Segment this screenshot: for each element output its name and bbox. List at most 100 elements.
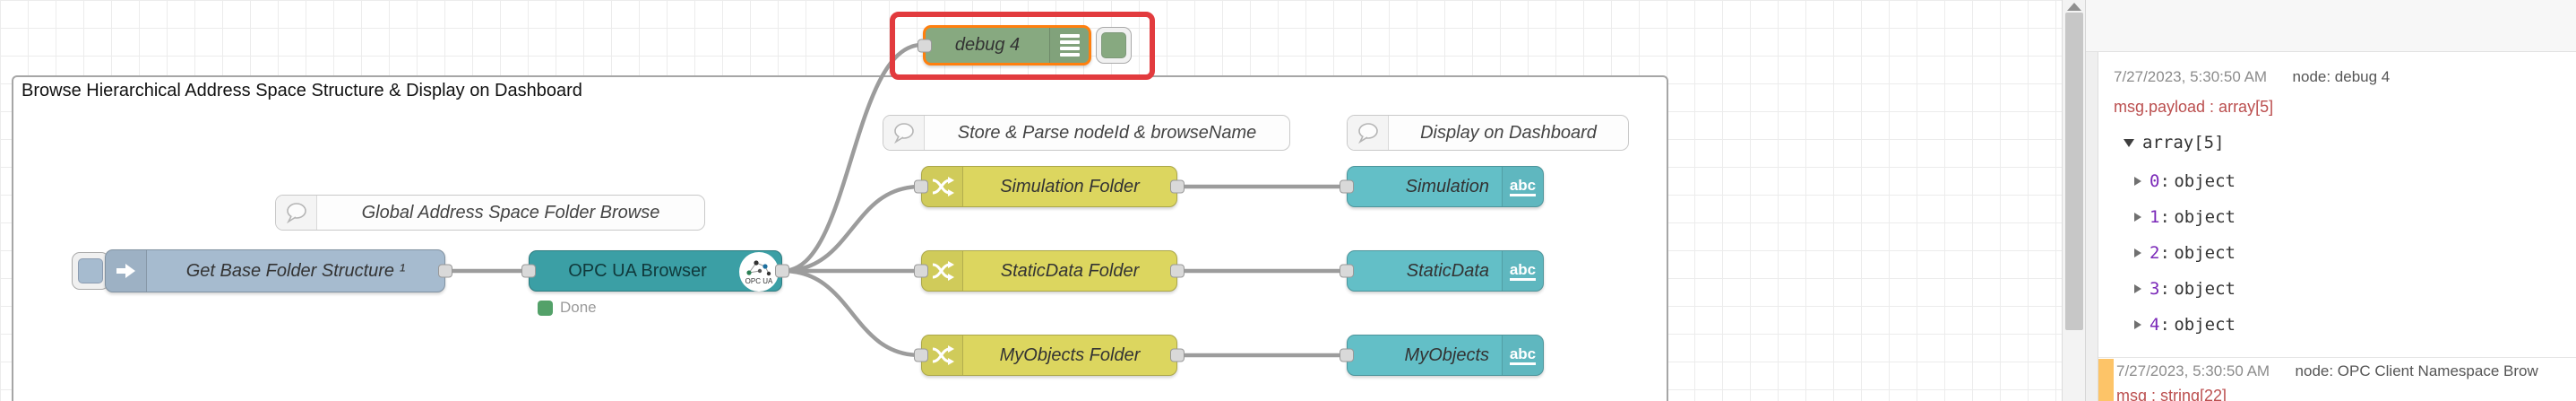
debug-toggle-button[interactable] (1096, 27, 1132, 64)
debug-sidebar-header (2086, 0, 2576, 52)
tree-type: object (2174, 279, 2236, 299)
flow-canvas[interactable]: Browse Hierarchical Address Space Struct… (0, 0, 2062, 401)
status-text: Done (560, 299, 597, 316)
debug-sidebar: 7/27/2023, 5:30:50 AM node: debug 4 msg.… (2085, 0, 2576, 401)
tree-row[interactable]: 3: object (2134, 279, 2236, 299)
message-highlight-bar (2098, 359, 2114, 401)
switch-icon (922, 167, 963, 206)
inject-icon (106, 250, 147, 292)
opcua-node-label: OPC UA Browser (568, 260, 707, 281)
tree-sep: : (2159, 171, 2170, 191)
tree-key: 4 (2150, 315, 2160, 335)
debug-icon (1049, 28, 1089, 63)
output-port[interactable] (438, 264, 452, 278)
message-node-ref: node: OPC Client Namespace Brow (2295, 362, 2538, 379)
expand-triangle-icon[interactable] (2134, 177, 2141, 186)
node-status: Done (538, 299, 597, 317)
tree-row[interactable]: 1: object (2134, 207, 2236, 227)
output-port[interactable] (1170, 264, 1185, 278)
expand-triangle-icon[interactable] (2134, 213, 2141, 222)
switch-node[interactable]: MyObjects Folder (914, 335, 1185, 376)
scroll-up-arrow-icon[interactable] (2067, 3, 2081, 11)
opcua-browser-node[interactable]: OPC UA Browser OPC UA (521, 250, 789, 292)
message-separator (2098, 357, 2576, 358)
tree-key: 3 (2150, 279, 2160, 299)
tree-key: 2 (2150, 243, 2160, 263)
input-port[interactable] (521, 264, 536, 278)
opcua-icon-label: OPC UA (745, 277, 773, 285)
wire[interactable] (782, 184, 921, 274)
ui-text-node[interactable]: Simulation abc (1340, 166, 1544, 207)
tree-key: 1 (2150, 207, 2160, 227)
tree-row[interactable]: 4: object (2134, 315, 2236, 335)
tree-type: object (2174, 315, 2236, 335)
comment-node[interactable]: Store & Parse nodeId & browseName (883, 115, 1290, 151)
inject-node-label: Get Base Folder Structure ¹ (185, 260, 406, 281)
comment-bubble-icon (276, 196, 317, 230)
ui-text-node-label: MyObjects (1404, 344, 1489, 365)
ui-text-node[interactable]: StaticData abc (1340, 250, 1544, 292)
message-node-ref: node: debug 4 (2292, 68, 2391, 85)
input-port[interactable] (1340, 264, 1354, 278)
input-port[interactable] (1340, 348, 1354, 362)
inject-button[interactable] (72, 252, 109, 290)
switch-node[interactable]: Simulation Folder (914, 166, 1185, 207)
collapse-triangle-icon[interactable] (2124, 138, 2134, 147)
message-gutter (2086, 52, 2098, 401)
tree-type: object (2174, 207, 2236, 227)
expand-triangle-icon[interactable] (2134, 320, 2141, 329)
tree-sep: : (2159, 207, 2170, 227)
tree-row[interactable]: 2: object (2134, 243, 2236, 263)
tree-type: object (2174, 171, 2236, 191)
comment-label: Global Address Space Folder Browse (361, 202, 660, 222)
switch-node-label: StaticData Folder (1000, 260, 1140, 281)
wire[interactable] (782, 42, 923, 274)
tree-type: object (2174, 243, 2236, 263)
output-port[interactable] (1170, 348, 1185, 362)
group-title: Browse Hierarchical Address Space Struct… (22, 81, 582, 100)
ui-text-node-label: StaticData (1406, 260, 1489, 281)
tree-root-label: array[5] (2142, 133, 2225, 153)
switch-icon (922, 336, 963, 375)
comment-label: Display on Dashboard (1420, 122, 1597, 143)
comment-node[interactable]: Global Address Space Folder Browse (275, 195, 705, 231)
message-timestamp: 7/27/2023, 5:30:50 AM (2116, 362, 2270, 379)
input-port[interactable] (914, 179, 928, 194)
output-port[interactable] (775, 264, 789, 278)
scrollbar-thumb[interactable] (2065, 13, 2083, 330)
message-meta: 7/27/2023, 5:30:50 AM node: OPC Client N… (2116, 362, 2538, 380)
tree-row-root[interactable]: array[5] (2124, 133, 2225, 153)
debug-toggle-square (1101, 32, 1126, 58)
inject-node[interactable]: Get Base Folder Structure ¹ (105, 249, 452, 292)
comment-bubble-icon (883, 116, 925, 150)
tree-key: 0 (2150, 171, 2160, 191)
expand-triangle-icon[interactable] (2134, 248, 2141, 257)
tree-sep: : (2159, 243, 2170, 263)
message-timestamp: 7/27/2023, 5:30:50 AM (2114, 68, 2268, 85)
debug-node[interactable]: debug 4 (918, 25, 1091, 65)
comment-label: Store & Parse nodeId & browseName (957, 122, 1257, 143)
abc-icon: abc (1502, 167, 1543, 206)
input-port[interactable] (914, 348, 928, 362)
tree-row[interactable]: 0: object (2134, 171, 2236, 191)
ui-text-node[interactable]: MyObjects abc (1340, 335, 1544, 376)
switch-node[interactable]: StaticData Folder (914, 250, 1185, 292)
message-property: msg.payload : array[5] (2114, 98, 2274, 116)
status-dot-green (538, 300, 553, 316)
canvas-vertical-scrollbar[interactable] (2062, 0, 2085, 401)
input-port[interactable] (1340, 179, 1354, 194)
opcua-icon: OPC UA (739, 252, 779, 292)
ui-text-node-label: Simulation (1405, 176, 1489, 196)
expand-triangle-icon[interactable] (2134, 284, 2141, 293)
tree-sep: : (2159, 315, 2170, 335)
tree-sep: : (2159, 279, 2170, 299)
comment-bubble-icon (1348, 116, 1389, 150)
input-port[interactable] (914, 264, 928, 278)
abc-icon: abc (1502, 336, 1543, 375)
comment-node[interactable]: Display on Dashboard (1347, 115, 1629, 151)
output-port[interactable] (1170, 179, 1185, 194)
input-port[interactable] (918, 39, 932, 52)
wire[interactable] (782, 268, 921, 358)
message-property: msg : string[22] (2116, 387, 2227, 401)
